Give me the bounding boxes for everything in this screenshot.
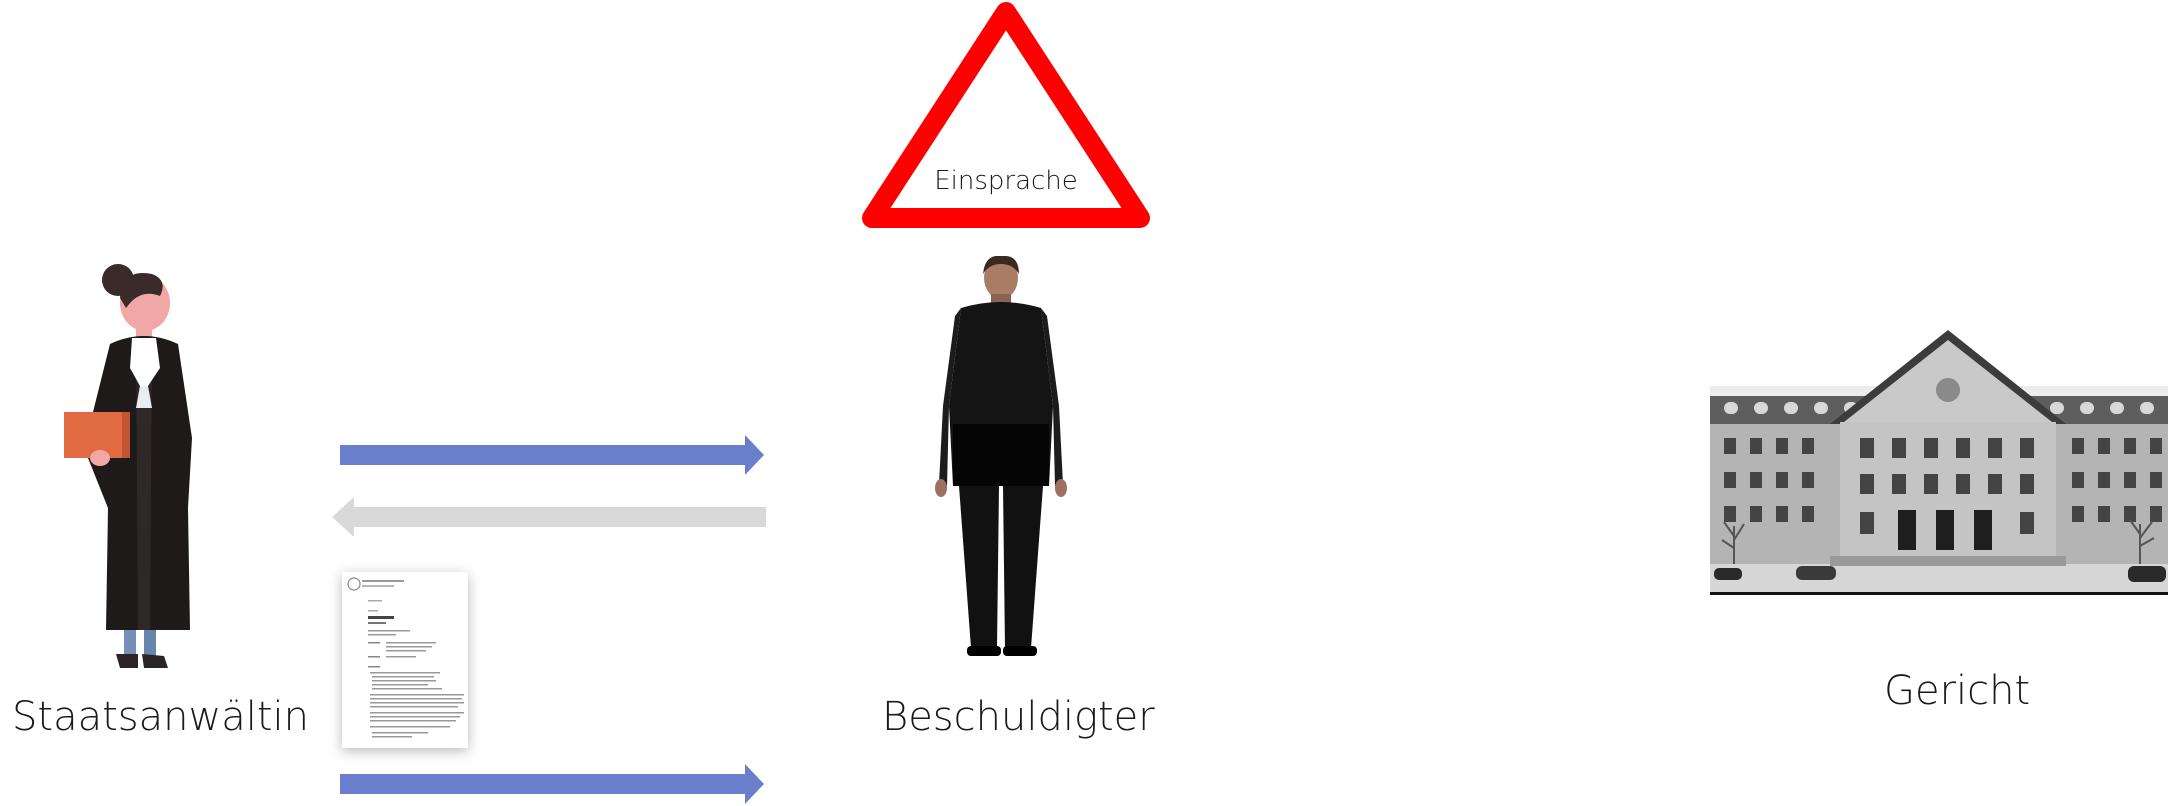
arrow-accused-to-prosecutor bbox=[332, 497, 766, 537]
accused-illustration bbox=[935, 256, 1067, 656]
prosecutor-label: Staatsanwältin bbox=[12, 694, 309, 740]
arrow-prosecutor-to-accused-2 bbox=[340, 764, 764, 804]
arrow-left-icon bbox=[332, 497, 766, 537]
accused-label: Beschuldigter bbox=[882, 694, 1155, 740]
document-thumbnail bbox=[342, 572, 468, 748]
court-building-icon bbox=[1710, 326, 2168, 596]
arrow-right-icon bbox=[340, 764, 764, 804]
standing-man-icon bbox=[935, 256, 1067, 656]
warning-label: Einsprache bbox=[934, 166, 1078, 196]
prosecutor-illustration bbox=[64, 264, 192, 668]
warning-triangle-icon bbox=[862, 2, 1150, 228]
warning-sign: Einsprache bbox=[862, 2, 1150, 228]
arrow-prosecutor-to-accused-1 bbox=[340, 435, 764, 475]
judge-robe-icon bbox=[64, 264, 192, 668]
court-label: Gericht bbox=[1884, 668, 2031, 714]
document-icon bbox=[347, 577, 464, 738]
court-building-photo bbox=[1710, 326, 2168, 596]
arrow-right-icon bbox=[340, 435, 764, 475]
